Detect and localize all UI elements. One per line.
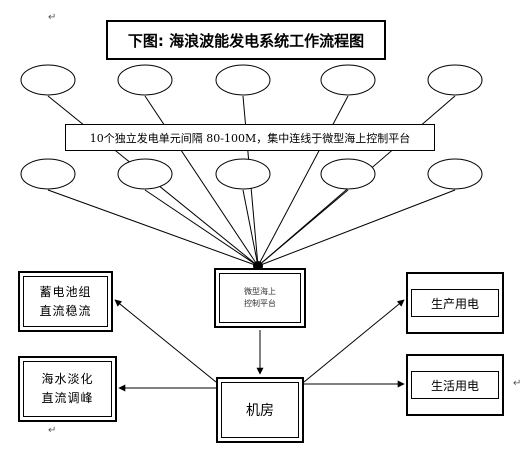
arrow-machine-room-to-production-power xyxy=(303,299,405,383)
production-power-box: 生产用电 xyxy=(406,272,504,334)
generation-unit-ellipse xyxy=(215,158,271,190)
platform-label-line1: 微型海上 xyxy=(244,287,276,296)
desalination-label-line1: 海水淡化 xyxy=(41,372,94,386)
machine-room-label: 机房 xyxy=(221,382,299,438)
battery-bank-inner: 蓄电池组 直流稳流 xyxy=(23,276,108,327)
generation-unit-ellipse xyxy=(427,158,483,190)
production-power-label: 生产用电 xyxy=(411,289,499,317)
unit-cable-line xyxy=(257,189,349,267)
diagram-title: 下图: 海浪波能发电系统工作流程图 xyxy=(106,20,386,60)
unit-cable-line xyxy=(242,189,259,267)
generation-unit-ellipse xyxy=(320,64,376,96)
desalination-box: 海水淡化 直流调峰 xyxy=(18,356,117,422)
desalination-label-line2: 直流调峰 xyxy=(41,391,94,405)
unit-cable-line xyxy=(144,189,259,267)
generation-unit-ellipse xyxy=(117,64,173,96)
unit-cable-line xyxy=(47,189,259,267)
paragraph-mark: ↵ xyxy=(48,12,57,23)
generation-unit-ellipse xyxy=(427,64,483,96)
generation-unit-ellipse xyxy=(20,158,76,190)
battery-label-line1: 蓄电池组 xyxy=(39,284,92,299)
generation-unit-ellipse xyxy=(20,64,76,96)
unit-cable-line xyxy=(257,189,456,267)
machine-room: 机房 xyxy=(216,377,304,443)
arrow-machine-room-to-battery xyxy=(114,299,217,383)
platform-label-line2: 控制平台 xyxy=(244,299,276,308)
battery-label-line2: 直流稳流 xyxy=(39,303,92,318)
living-power-label: 生活用电 xyxy=(411,371,499,399)
paragraph-mark: ↵ xyxy=(48,425,57,436)
offshore-control-platform-inner: 微型海上 控制平台 xyxy=(219,273,301,323)
units-spacing-note: 10个独立发电单元间隔 80-100M，集中连线于微型海上控制平台 xyxy=(65,124,435,151)
offshore-control-platform: 微型海上 控制平台 xyxy=(214,268,306,328)
generation-unit-ellipse xyxy=(117,158,173,190)
paragraph-mark: ↵ xyxy=(513,378,522,389)
generation-unit-ellipse xyxy=(320,158,376,190)
living-power-box: 生活用电 xyxy=(406,354,504,416)
battery-bank-box: 蓄电池组 直流稳流 xyxy=(18,271,113,332)
desalination-inner: 海水淡化 直流调峰 xyxy=(23,361,112,417)
generation-unit-ellipse xyxy=(215,64,271,96)
generation-units xyxy=(20,64,483,267)
